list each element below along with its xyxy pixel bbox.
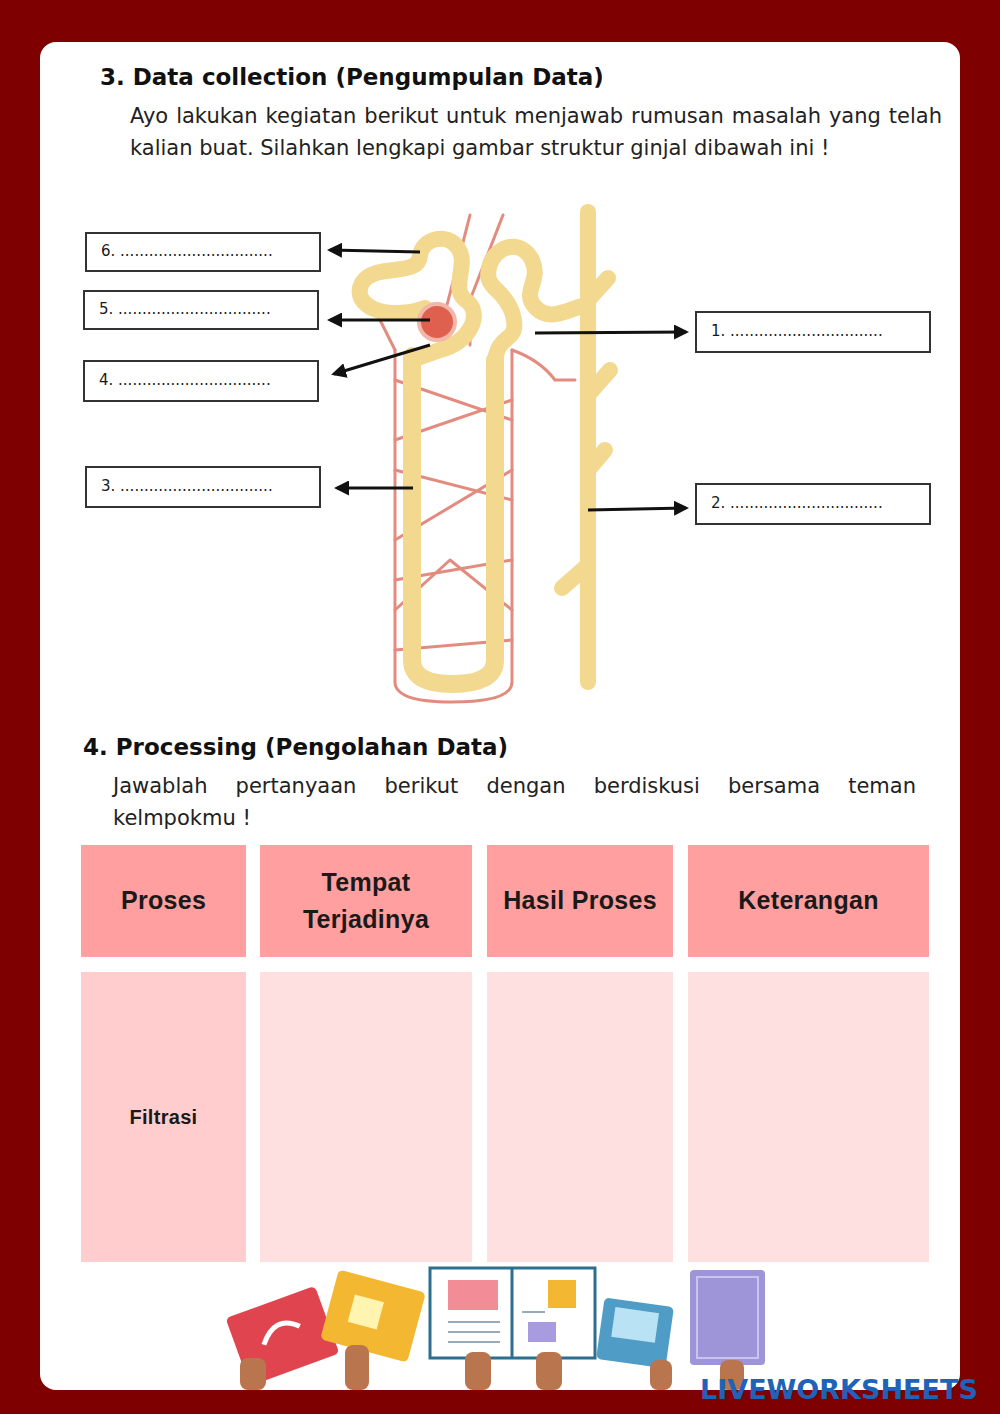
books-illustration (226, 1268, 765, 1390)
table-cells (260, 972, 929, 1262)
answer-blank: 6. ................................ (101, 242, 273, 262)
answer-box: 6. ................................ (85, 232, 321, 272)
table-header-cell: Proses (81, 845, 246, 957)
section-heading: 4. Processing (Pengolahan Data) (83, 732, 943, 762)
answer-box: 1. ................................ (695, 311, 931, 353)
answer-blank: 2. ................................ (711, 494, 883, 514)
leader-arrows (330, 250, 686, 510)
answer-box: 3. ................................ (85, 466, 321, 508)
section-heading: 3. Data collection (Pengumpulan Data) (100, 62, 940, 92)
column-heading: Hasil Proses (503, 882, 657, 920)
table-header-cell: Hasil Proses (487, 845, 673, 957)
column-heading: Keterangan (738, 882, 879, 920)
answer-blank: 3. ................................ (101, 477, 273, 497)
answer-blank: 5. ................................ (99, 300, 271, 320)
process-name: Filtrasi (130, 1104, 198, 1130)
answer-blank: 1. ................................ (711, 322, 883, 342)
instruction-text: Ayo lakukan kegiatan berikut untuk menja… (130, 100, 942, 164)
table-row-cell: Filtrasi (81, 972, 246, 1262)
column-heading: Tempat Terjadinya (270, 864, 462, 939)
answer-box: 2. ................................ (695, 483, 931, 525)
answer-box: 4. ................................ (83, 360, 319, 402)
watermark: LIVEWORKSHEETS (700, 1372, 990, 1407)
instruction-text: Jawablah pertanyaan berikut dengan berdi… (113, 770, 916, 834)
table-header-cell: Keterangan (688, 845, 929, 957)
nephron-illustration (360, 212, 610, 702)
page-panel (40, 42, 960, 1390)
column-heading: Proses (121, 882, 206, 920)
answer-box: 5. ................................ (83, 290, 319, 330)
answer-blank: 4. ................................ (99, 371, 271, 391)
table-header-cell: Tempat Terjadinya (260, 845, 472, 957)
